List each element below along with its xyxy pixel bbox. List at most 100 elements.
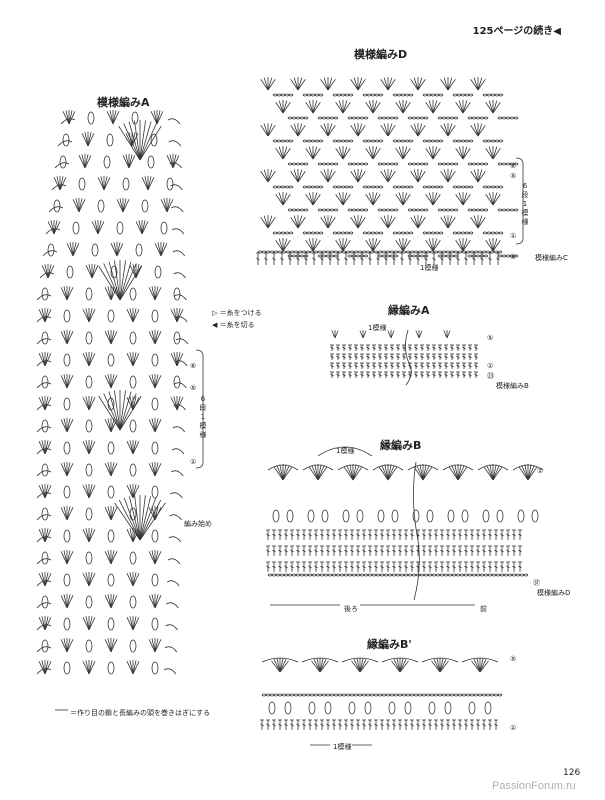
puff-stitch bbox=[484, 701, 492, 715]
fan-stitch bbox=[132, 484, 137, 499]
chain-stitch bbox=[351, 208, 357, 212]
fan-stitch bbox=[297, 171, 306, 183]
fan-stitch bbox=[279, 660, 289, 673]
fan-stitch bbox=[104, 331, 112, 345]
fan-stitch bbox=[53, 220, 58, 235]
fan-stitch bbox=[282, 238, 288, 252]
fan-stitch bbox=[410, 217, 419, 229]
fan-stitch bbox=[458, 238, 464, 252]
dc-stitch-bar bbox=[434, 565, 438, 569]
dc-stitch-bar bbox=[296, 723, 300, 727]
dc-stitch-bar bbox=[482, 723, 486, 727]
chain-stitch bbox=[293, 693, 299, 697]
chain-arc bbox=[170, 206, 184, 213]
chain-stitch bbox=[413, 250, 419, 254]
chain-stitch bbox=[317, 208, 323, 212]
chain-stitch bbox=[460, 185, 466, 189]
dc-stitch-bar bbox=[278, 723, 282, 727]
chain-stitch bbox=[341, 250, 347, 254]
fan-stitch bbox=[60, 639, 68, 653]
chain-stitch bbox=[302, 139, 308, 143]
chain-stitch bbox=[457, 250, 463, 254]
chain-stitch bbox=[467, 116, 473, 120]
chain-stitch bbox=[355, 162, 361, 166]
chain-stitch bbox=[272, 93, 278, 97]
puff-stitch bbox=[91, 243, 99, 257]
puff-stitch bbox=[151, 573, 159, 587]
chain-stitch bbox=[295, 116, 301, 120]
fan-stitch bbox=[399, 659, 407, 673]
fan-stitch bbox=[128, 155, 136, 169]
chain-stitch bbox=[343, 573, 349, 577]
chain-stitch bbox=[473, 693, 479, 697]
dc-stitch-bar bbox=[470, 723, 474, 727]
fan-stitch bbox=[387, 217, 396, 229]
fan-stitch bbox=[320, 171, 329, 183]
fan-stitch bbox=[56, 176, 61, 191]
fan-stitch bbox=[154, 418, 159, 433]
fan-stitch bbox=[148, 419, 156, 433]
chain-stitch bbox=[408, 93, 414, 97]
fan-stitch bbox=[479, 660, 489, 673]
chain-stitch bbox=[333, 116, 339, 120]
chain-stitch bbox=[490, 185, 496, 189]
dc-stitch-bar bbox=[458, 533, 462, 537]
dc-stitch-bar bbox=[398, 533, 402, 537]
fan-stitch bbox=[119, 393, 137, 431]
dc-stitch-bar bbox=[414, 346, 418, 350]
fan-stitch bbox=[103, 263, 121, 301]
chain-stitch bbox=[357, 693, 363, 697]
dc-stitch-bar bbox=[348, 373, 352, 377]
puff-stitch bbox=[173, 287, 181, 301]
chain-stitch bbox=[475, 116, 481, 120]
dc-stitch-bar bbox=[366, 373, 370, 377]
fan-stitch bbox=[44, 573, 52, 587]
fan-stitch bbox=[60, 419, 68, 433]
fan-stitch bbox=[123, 123, 141, 161]
fan-stitch bbox=[66, 243, 74, 257]
pattern-d-row-5: ⑤ bbox=[510, 172, 517, 180]
chain-stitch bbox=[389, 162, 395, 166]
chain-stitch bbox=[453, 162, 459, 166]
chain-stitch bbox=[329, 208, 335, 212]
chain-stitch bbox=[456, 231, 462, 235]
fan-stitch bbox=[38, 485, 46, 499]
dc-stitch-bar bbox=[368, 723, 372, 727]
fan-stitch bbox=[359, 658, 364, 673]
fan-stitch bbox=[44, 440, 49, 455]
dc-stitch-bar bbox=[450, 364, 454, 368]
fan-stitch bbox=[395, 240, 404, 252]
fan-stitch bbox=[418, 330, 423, 339]
dc-stitch-bar bbox=[308, 723, 312, 727]
fan-stitch bbox=[353, 169, 359, 183]
fan-stitch bbox=[147, 176, 152, 191]
fan-stitch bbox=[72, 243, 80, 257]
fan-stitch bbox=[66, 418, 71, 433]
chain-stitch bbox=[392, 93, 398, 97]
puff-stitch bbox=[41, 287, 49, 301]
chain-stitch bbox=[337, 693, 343, 697]
fan-stitch bbox=[485, 148, 494, 160]
fan-stitch bbox=[41, 440, 46, 455]
edge-b-title: 縁編みB bbox=[380, 439, 422, 452]
chain-stitch bbox=[288, 93, 294, 97]
dc-stitch-bar bbox=[374, 723, 378, 727]
fan-stitch bbox=[126, 529, 134, 543]
chain-stitch bbox=[365, 693, 371, 697]
fan-stitch bbox=[66, 595, 74, 609]
dc-stitch-bar bbox=[314, 565, 318, 569]
fan-stitch bbox=[413, 169, 419, 183]
fan-stitch bbox=[457, 465, 465, 481]
fan-stitch bbox=[132, 309, 140, 323]
fan-stitch bbox=[148, 463, 156, 477]
dc-stitch-bar bbox=[488, 533, 492, 537]
chain-stitch bbox=[295, 162, 301, 166]
chain-stitch bbox=[287, 208, 293, 212]
chain-arc bbox=[168, 536, 182, 543]
fan-stitch bbox=[492, 466, 503, 481]
dc-stitch-bar bbox=[320, 723, 324, 727]
fan-stitch bbox=[160, 243, 168, 257]
fan-stitch bbox=[402, 238, 408, 252]
dc-stitch-bar bbox=[380, 533, 384, 537]
fan-stitch bbox=[154, 639, 162, 653]
